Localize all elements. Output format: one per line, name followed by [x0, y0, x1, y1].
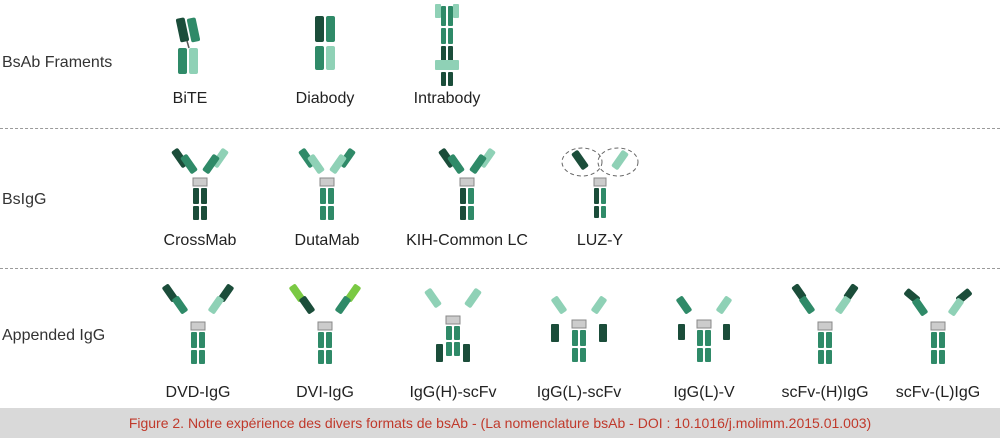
diabody-diagram: [315, 16, 335, 70]
kih-common-lc-diagram: [438, 148, 496, 220]
format-name: IgG(H)-scFv: [409, 384, 497, 401]
format-name: scFv-(L)IgG: [895, 384, 981, 401]
format-igg-l-scfv: IgG(L)-scFv: [514, 280, 644, 410]
row-divider: [0, 268, 1000, 269]
format-dvd-igg: DVD-IgG: [133, 280, 263, 410]
format-bite: BiTE: [125, 8, 255, 138]
format-name: KIH-Common LC: [406, 232, 528, 249]
format-crossmab: CrossMab: [135, 140, 265, 270]
format-name: IgG(L)-V: [673, 384, 735, 401]
dvi-igg-diagram: [289, 284, 361, 364]
dvd-igg-diagram: [162, 284, 234, 364]
format-dutamab: DutaMab: [262, 140, 392, 270]
format-dvi-igg: DVI-IgG: [260, 280, 390, 410]
format-name: DVD-IgG: [165, 384, 231, 401]
format-name: LUZ-Y: [576, 232, 624, 249]
row-label-appended-igg: Appended IgG: [2, 327, 106, 344]
format-kih-common-lc: KIH-Common LC: [402, 140, 532, 270]
format-name: CrossMab: [163, 232, 237, 249]
scfv-h-igg-diagram: [791, 283, 859, 364]
format-diabody: Diabody: [260, 8, 390, 138]
row-divider: [0, 128, 1000, 129]
row-label-fragments: BsAb Framents: [2, 54, 113, 71]
figure-caption: Figure 2. Notre expérience des divers fo…: [0, 408, 1000, 438]
format-intrabody: Intrabody: [382, 0, 512, 130]
format-name: BiTE: [172, 90, 208, 107]
format-name: Diabody: [295, 90, 355, 107]
format-luz-y: LUZ-Y: [535, 140, 665, 270]
format-name: DutaMab: [294, 232, 360, 249]
crossmab-diagram: [171, 148, 229, 220]
format-name: scFv-(H)IgG: [781, 384, 869, 401]
format-igg-h-scfv: IgG(H)-scFv: [388, 280, 518, 410]
scfv-l-igg-diagram: [904, 288, 972, 364]
row-label-bsigg: BsIgG: [2, 191, 47, 208]
dutamab-diagram: [298, 148, 356, 220]
format-name: IgG(L)-scFv: [536, 384, 622, 401]
format-scfv-l-igg: scFv-(L)IgG: [873, 280, 1000, 410]
format-name: DVI-IgG: [296, 384, 354, 401]
format-scfv-h-igg: scFv-(H)IgG: [760, 280, 890, 410]
luz-y-diagram: [561, 147, 639, 218]
igg-l-scfv-diagram: [551, 296, 607, 362]
bite-diagram: [175, 17, 201, 74]
format-name: Intrabody: [413, 90, 481, 107]
igg-h-scfv-diagram: [424, 288, 482, 362]
format-igg-l-v: IgG(L)-V: [639, 280, 769, 410]
intrabody-diagram: [435, 4, 459, 86]
igg-l-v-diagram: [676, 296, 732, 362]
